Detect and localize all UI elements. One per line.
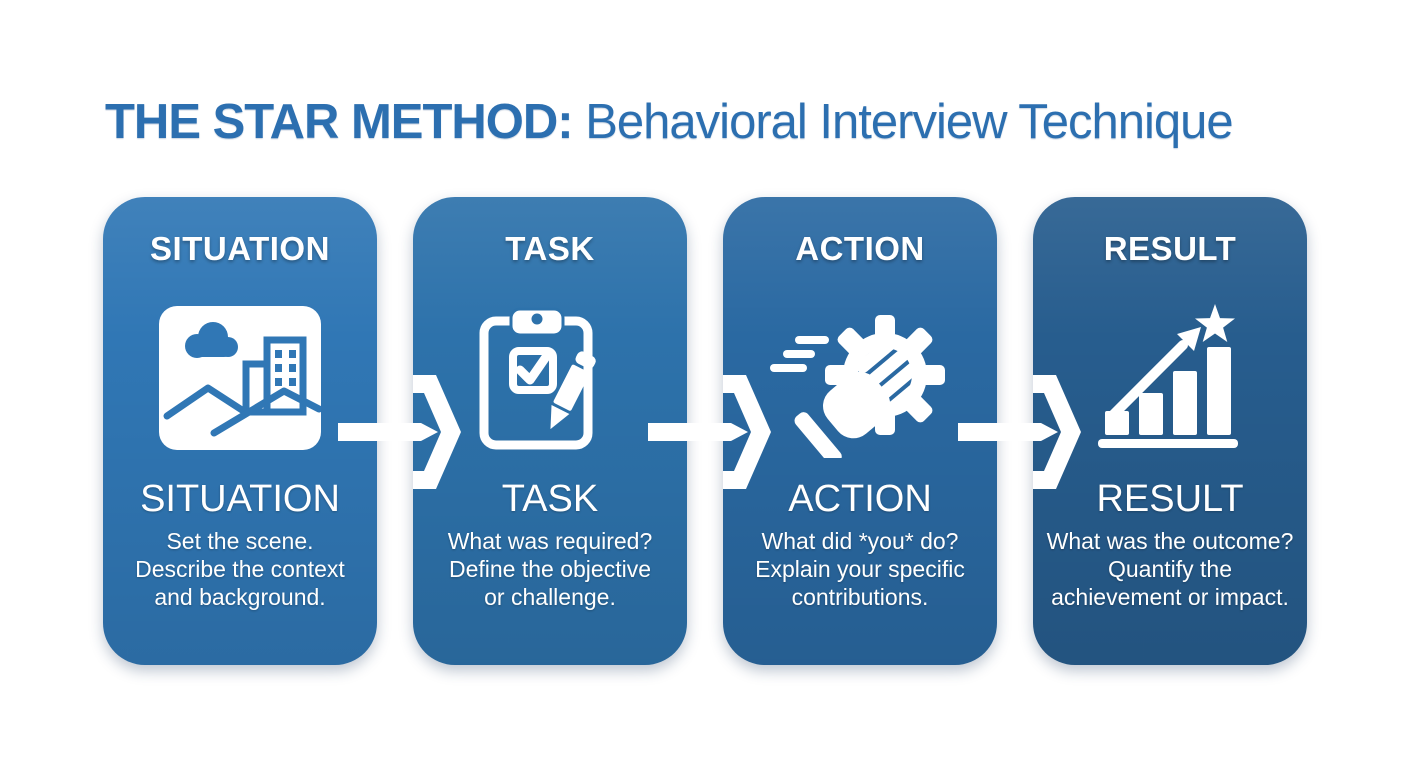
desc-line: What was the outcome? (1046, 528, 1294, 554)
page-title-subtitle: Behavioral Interview Technique (585, 95, 1233, 149)
page-title: THE STAR METHOD: Behavioral Interview Te… (105, 94, 1365, 150)
scene-picture-icon (159, 306, 321, 450)
card-task-description: What was required? Define the objective … (413, 527, 687, 611)
card-situation-header: SITUATION (150, 230, 330, 267)
desc-line: What did *you* do? (761, 528, 959, 554)
card-action-icon-wrap (723, 297, 997, 459)
card-task-label: TASK (501, 478, 599, 520)
desc-line: or challenge. (484, 584, 616, 610)
desc-line: Explain your specific (755, 556, 965, 582)
card-situation-label: SITUATION (140, 478, 340, 520)
desc-line: Set the scene. (166, 528, 314, 554)
card-situation: SITUATION (103, 197, 377, 665)
card-result-icon-wrap (1033, 297, 1307, 459)
card-result-header: RESULT (1103, 230, 1237, 267)
page-title-emphasis: THE STAR METHOD: (105, 95, 574, 149)
desc-line: Describe the context (135, 556, 345, 582)
growth-chart-star-icon (1098, 304, 1238, 448)
card-result: RESULT RESULT What was the (1033, 197, 1307, 665)
card-task-icon-wrap (413, 297, 687, 459)
desc-line: Quantify the (1107, 556, 1233, 582)
desc-line: What was required? (447, 528, 653, 554)
card-result-description: What was the outcome? Quantify the achie… (1033, 527, 1307, 611)
desc-line: Define the objective (448, 556, 651, 582)
card-action-header: ACTION (795, 230, 925, 267)
step-cards-row: SITUATION (103, 197, 1307, 665)
desc-line: and background. (154, 584, 326, 610)
card-task-header: TASK (505, 230, 595, 267)
card-situation-icon-wrap (103, 297, 377, 459)
card-action-label: ACTION (788, 478, 932, 520)
card-situation-description: Set the scene. Describe the context and … (103, 527, 377, 611)
card-action: ACTION (723, 197, 997, 665)
hand-gear-icon (770, 315, 945, 458)
card-action-description: What did *you* do? Explain your specific… (723, 527, 997, 611)
desc-line: contributions. (791, 584, 929, 610)
clipboard-checklist-pencil-icon (479, 307, 596, 450)
card-result-label: RESULT (1096, 478, 1244, 520)
card-task: TASK TASK What was required? (413, 197, 687, 665)
desc-line: achievement or impact. (1051, 584, 1289, 610)
